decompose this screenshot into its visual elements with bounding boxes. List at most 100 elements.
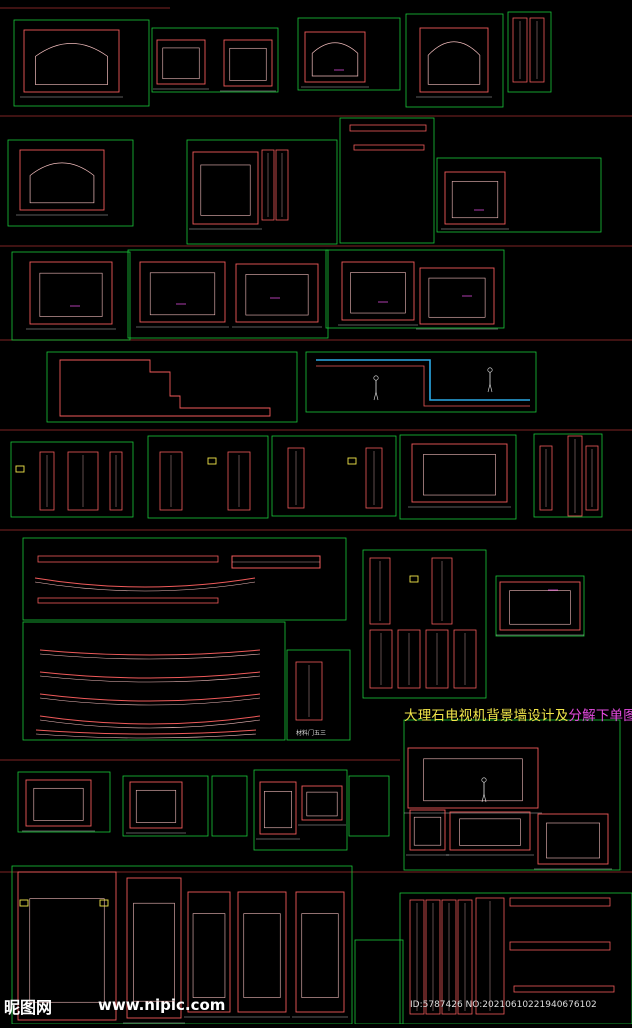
floor-plan-outline-2 (316, 365, 530, 407)
scale-figure-leg-l-1 (487, 383, 491, 393)
highlight-marker-0 (207, 457, 217, 465)
wall-recess-18 (509, 590, 571, 625)
moulding-bar-6 (513, 985, 615, 993)
highlight-marker-4 (19, 899, 29, 907)
wall-arch-3 (29, 162, 95, 204)
drawing-frame-16 (271, 435, 397, 517)
drawing-panels (7, 11, 632, 1025)
drawing-frame-13 (305, 351, 537, 413)
wall-recess-27 (546, 822, 600, 859)
floor-plan-accent (316, 359, 530, 401)
wall-recess-9 (451, 181, 499, 219)
drawing-details (14, 17, 615, 1026)
drawing-frame-21 (286, 649, 351, 741)
scale-figure-leg-l-0 (373, 391, 377, 401)
column-23 (441, 899, 457, 1015)
watermark-logo: 昵图网 (4, 998, 53, 1017)
wall-recess-16 (264, 791, 292, 829)
wall-outline-26 (449, 811, 531, 851)
wall-outline-12 (192, 151, 259, 225)
moulding-strip-3 (39, 693, 261, 702)
wall-outline-27 (537, 813, 609, 865)
wall-arch-2 (427, 41, 481, 85)
drawing-frame-1 (151, 27, 279, 93)
wall-outline-0 (23, 29, 120, 93)
moulding-bar-3 (353, 144, 425, 151)
wall-outline-7 (341, 261, 415, 321)
column-5 (567, 435, 583, 517)
column-17 (397, 629, 421, 689)
drawing-frame-2 (297, 17, 401, 91)
moulding-edge-4 (39, 719, 261, 729)
wall-recess-7 (350, 272, 406, 314)
drawing-frame-18 (533, 433, 603, 518)
wall-outline-13 (411, 443, 508, 503)
wall-outline-21 (295, 891, 345, 1013)
column-3 (275, 149, 289, 221)
wall-outline-25 (409, 809, 446, 851)
wall-recess-23 (133, 902, 175, 1002)
wall-arch-0 (35, 42, 108, 85)
column-11 (227, 451, 251, 511)
wall-outline-4 (29, 261, 113, 325)
drawing-frame-0 (13, 19, 150, 107)
moulding-edge-1 (39, 653, 261, 660)
drawing-frame-10 (127, 249, 329, 339)
moulding-edge-5 (35, 733, 257, 739)
moulding-edge-3 (39, 697, 261, 706)
highlight-marker-2 (409, 575, 419, 583)
wall-outline-3 (19, 149, 105, 211)
wall-recess-4 (39, 272, 103, 317)
drawing-frame-15 (147, 435, 269, 519)
moulding-bar-1 (37, 597, 219, 604)
column-14 (369, 557, 391, 625)
wall-recess-6 (245, 274, 309, 316)
wall-recess-22 (29, 898, 105, 1003)
wall-outline-20 (237, 891, 287, 1013)
sheet-title: 大理石电视机背景墙设计及分解下单图 (404, 704, 632, 724)
drawing-frame-8 (436, 157, 602, 233)
wall-recess-5 (149, 272, 216, 316)
drawing-frame-12 (46, 351, 298, 423)
column-6 (585, 445, 599, 511)
wall-outline-23 (126, 877, 182, 1019)
wall-outline-18 (499, 581, 581, 631)
wall-recess-26 (459, 818, 521, 846)
column-13 (365, 447, 383, 509)
watermark-site: www.nipic.com (98, 996, 226, 1014)
wall-outline-22 (17, 871, 117, 1021)
wall-outline-5 (139, 261, 226, 323)
scale-figure-head-0 (373, 375, 379, 381)
column-16 (369, 629, 393, 689)
drawing-frame-7 (339, 117, 435, 244)
drawing-frame-26 (122, 775, 209, 837)
highlight-marker-5 (99, 899, 109, 907)
wall-outline-19 (187, 891, 231, 1013)
column-8 (67, 451, 99, 511)
wall-recess-15 (135, 789, 177, 823)
wall-outline-11 (223, 39, 273, 87)
drawing-frame-3 (405, 13, 504, 108)
column-21 (409, 899, 425, 1015)
scale-figure-head-2 (481, 777, 487, 783)
floor-plan-outline-1 (59, 359, 271, 417)
moulding-bar-0 (37, 555, 219, 563)
material-label: 材料门五三 (296, 730, 327, 737)
wall-outline-6 (235, 263, 319, 323)
wall-arch-1 (311, 42, 359, 77)
wall-recess-20 (243, 913, 281, 998)
moulding-strip-1 (39, 649, 261, 656)
column-7 (39, 451, 55, 511)
scale-figure-leg-r-1 (489, 383, 493, 393)
scale-figure-head-1 (487, 367, 493, 373)
moulding-bar-2 (349, 124, 427, 132)
wall-outline-24 (407, 747, 539, 809)
wall-outline-1 (304, 31, 366, 83)
wall-recess-24 (423, 758, 523, 802)
wall-recess-19 (192, 913, 226, 998)
highlight-marker-3 (15, 465, 25, 473)
column-19 (453, 629, 477, 689)
column-0 (512, 17, 528, 83)
column-18 (425, 629, 449, 689)
